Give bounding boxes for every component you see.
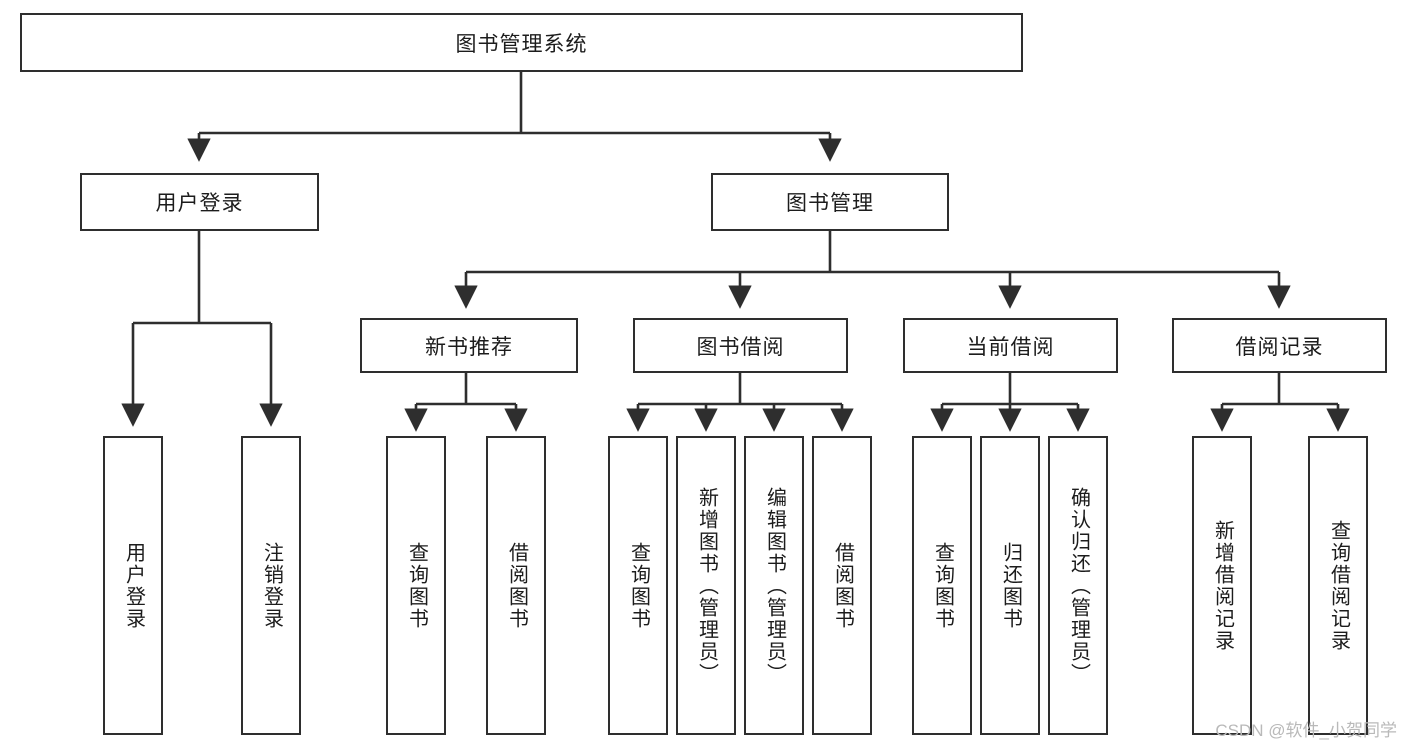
leaf-borrow-book-2[interactable]: 借阅图书 — [812, 436, 872, 735]
leaf-query-book-1[interactable]: 查询图书 — [386, 436, 446, 735]
node-book-borrow[interactable]: 图书借阅 — [633, 318, 848, 373]
leaf-query-book-3-label: 查询图书 — [931, 541, 954, 630]
leaf-add-record[interactable]: 新增借阅记录 — [1192, 436, 1252, 735]
node-current-borrow-label: 当前借阅 — [966, 335, 1055, 359]
leaf-edit-book-label: 编辑图书（管理员） — [763, 486, 786, 685]
leaf-query-book-3[interactable]: 查询图书 — [912, 436, 972, 735]
leaf-return-book[interactable]: 归还图书 — [980, 436, 1040, 735]
leaf-borrow-book-2-label: 借阅图书 — [831, 541, 854, 630]
leaf-add-record-label: 新增借阅记录 — [1211, 519, 1234, 652]
leaf-query-record-label: 查询借阅记录 — [1327, 519, 1350, 652]
leaf-confirm-return-label: 确认归还（管理员） — [1067, 486, 1090, 685]
leaf-query-book-2[interactable]: 查询图书 — [608, 436, 668, 735]
node-book-borrow-label: 图书借阅 — [696, 335, 785, 359]
node-root[interactable]: 图书管理系统 — [20, 13, 1023, 72]
leaf-confirm-return[interactable]: 确认归还（管理员） — [1048, 436, 1108, 735]
node-new-book-recommend[interactable]: 新书推荐 — [360, 318, 578, 373]
node-user-login-label: 用户登录 — [155, 192, 244, 215]
leaf-return-book-label: 归还图书 — [999, 541, 1022, 630]
leaf-user-login-label: 用户登录 — [122, 541, 145, 630]
node-book-manage-label: 图书管理 — [786, 192, 874, 215]
leaf-borrow-book-1[interactable]: 借阅图书 — [486, 436, 546, 735]
node-root-label: 图书管理系统 — [455, 32, 588, 56]
leaf-query-record[interactable]: 查询借阅记录 — [1308, 436, 1368, 735]
node-current-borrow[interactable]: 当前借阅 — [903, 318, 1118, 373]
leaf-borrow-book-1-label: 借阅图书 — [505, 541, 528, 630]
node-user-login[interactable]: 用户登录 — [80, 173, 319, 231]
node-borrow-record-label: 借阅记录 — [1235, 335, 1324, 359]
leaf-user-login[interactable]: 用户登录 — [103, 436, 163, 735]
leaf-logout-label: 注销登录 — [260, 541, 283, 630]
node-borrow-record[interactable]: 借阅记录 — [1172, 318, 1387, 373]
watermark: CSDN @软件_小贺同学 — [1215, 721, 1397, 740]
node-new-book-recommend-label: 新书推荐 — [425, 335, 513, 359]
leaf-query-book-1-label: 查询图书 — [405, 541, 428, 630]
leaf-logout[interactable]: 注销登录 — [241, 436, 301, 735]
node-book-manage[interactable]: 图书管理 — [711, 173, 949, 231]
leaf-edit-book[interactable]: 编辑图书（管理员） — [744, 436, 804, 735]
leaf-add-book[interactable]: 新增图书（管理员） — [676, 436, 736, 735]
leaf-add-book-label: 新增图书（管理员） — [695, 486, 718, 685]
leaf-query-book-2-label: 查询图书 — [627, 541, 650, 630]
